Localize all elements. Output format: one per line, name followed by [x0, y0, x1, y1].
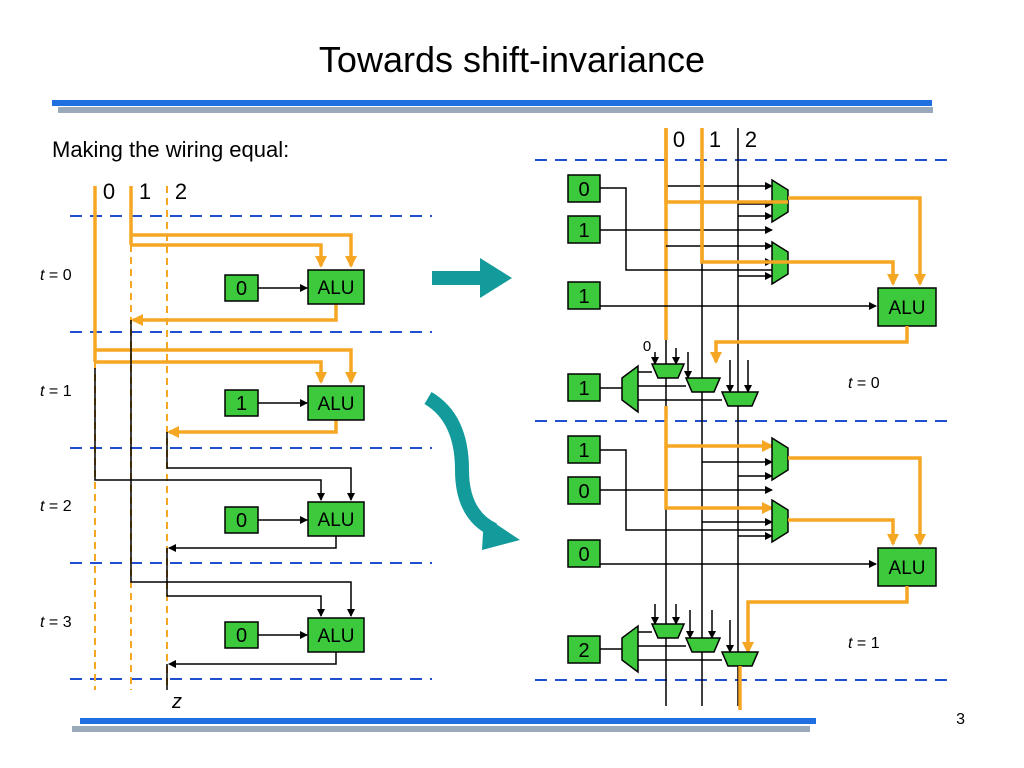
- right-shift-mux: [650, 363, 686, 379]
- header-rule-gray: [58, 107, 933, 113]
- right-mux-zero-label: 0: [643, 338, 651, 355]
- left-col-label-1: 1: [139, 179, 151, 204]
- right-alu-label: ALU: [889, 558, 926, 579]
- left-wire: [95, 360, 327, 384]
- footer-rule-gray: [72, 726, 810, 732]
- left-wire: [94, 368, 325, 501]
- left-wire: [130, 320, 355, 617]
- right-shift-mux: [684, 637, 722, 653]
- right-alu-box: [877, 287, 937, 327]
- left-const-value: 1: [236, 393, 247, 415]
- right-const-box: [567, 281, 601, 310]
- right-const-box: [567, 215, 601, 244]
- right-const-value: 0: [578, 179, 589, 201]
- slide-title: Towards shift-invariance: [319, 39, 705, 80]
- left-stage-label: t = 1: [40, 383, 72, 400]
- right-const-box: [567, 174, 601, 203]
- left-diagram: 0 1 2 t = 0 0 ALU t = 1 1 ALU: [40, 179, 432, 713]
- left-wire: [131, 243, 327, 268]
- left-alu-label: ALU: [318, 394, 355, 415]
- left-alu-box: [307, 385, 365, 421]
- left-wire: [166, 432, 355, 501]
- left-alu-label: ALU: [318, 510, 355, 531]
- right-mux: [771, 436, 789, 482]
- left-alu-label: ALU: [318, 278, 355, 299]
- right-selector: [621, 624, 639, 674]
- left-wire: [166, 548, 325, 617]
- right-shift-mux: [720, 651, 760, 667]
- left-alu-box: [307, 501, 365, 537]
- left-wire: [168, 652, 337, 668]
- subtitle: Making the wiring equal:: [52, 137, 289, 162]
- right-diagram: 0 1 2 0 1 1 ALU: [535, 127, 955, 710]
- right-wire: [788, 196, 926, 286]
- page-number: 3: [956, 711, 965, 728]
- left-const-value: 0: [236, 278, 247, 300]
- left-stage-label: t = 0: [40, 267, 72, 284]
- right-wire: [788, 456, 926, 546]
- teal-arrow-right: [432, 258, 512, 298]
- right-stage-label: t = 1: [848, 635, 880, 652]
- right-stage-label: t = 0: [848, 375, 880, 392]
- right-const-value: 2: [578, 640, 589, 662]
- teal-arrow-curved: [424, 391, 498, 537]
- right-col-label-0: 0: [673, 127, 685, 152]
- right-const-value: 1: [578, 286, 589, 308]
- right-mux: [771, 498, 789, 544]
- right-col-label-1: 1: [709, 127, 721, 152]
- right-wire: [664, 406, 774, 452]
- right-const-value: 0: [578, 544, 589, 566]
- right-selector: [621, 364, 639, 414]
- right-wire: [664, 446, 774, 514]
- right-wire: [700, 160, 899, 286]
- right-shift-mux: [650, 623, 686, 639]
- right-const-box: [567, 539, 601, 568]
- right-const-value: 0: [578, 481, 589, 503]
- left-output-label: z: [171, 691, 182, 713]
- header-rule-blue: [52, 100, 932, 106]
- left-wire: [168, 536, 337, 552]
- right-alu-box: [877, 547, 937, 587]
- right-wire: [788, 518, 899, 546]
- left-alu-box: [307, 617, 365, 653]
- right-wire: [742, 586, 909, 654]
- left-stage-label: t = 2: [40, 498, 72, 515]
- right-const-value: 1: [578, 220, 589, 242]
- right-wire: [664, 128, 788, 204]
- left-const-value: 0: [236, 510, 247, 532]
- right-const-value: 1: [578, 378, 589, 400]
- teal-arrow-curved-head: [482, 516, 520, 550]
- right-col-label-2: 2: [745, 127, 757, 152]
- left-stage-label: t = 3: [40, 614, 72, 631]
- left-alu-label: ALU: [318, 626, 355, 647]
- left-const-value: 0: [236, 625, 247, 647]
- left-wire: [131, 233, 357, 268]
- footer-rule-blue: [80, 718, 816, 724]
- left-wire: [167, 420, 338, 438]
- left-wire: [95, 348, 357, 384]
- left-col-label-2: 2: [175, 179, 187, 204]
- right-const-value: 1: [578, 440, 589, 462]
- left-const-box: [224, 389, 259, 417]
- right-shift-mux: [684, 377, 722, 393]
- left-wire: [131, 304, 338, 326]
- left-col-label-0: 0: [103, 179, 115, 204]
- right-wire: [710, 326, 909, 364]
- right-shift-mux: [720, 391, 760, 407]
- left-const-box: [224, 506, 259, 534]
- transform-arrows: [424, 258, 520, 550]
- left-alu-box: [307, 269, 365, 305]
- right-alu-label: ALU: [889, 298, 926, 319]
- right-wire: [600, 187, 780, 271]
